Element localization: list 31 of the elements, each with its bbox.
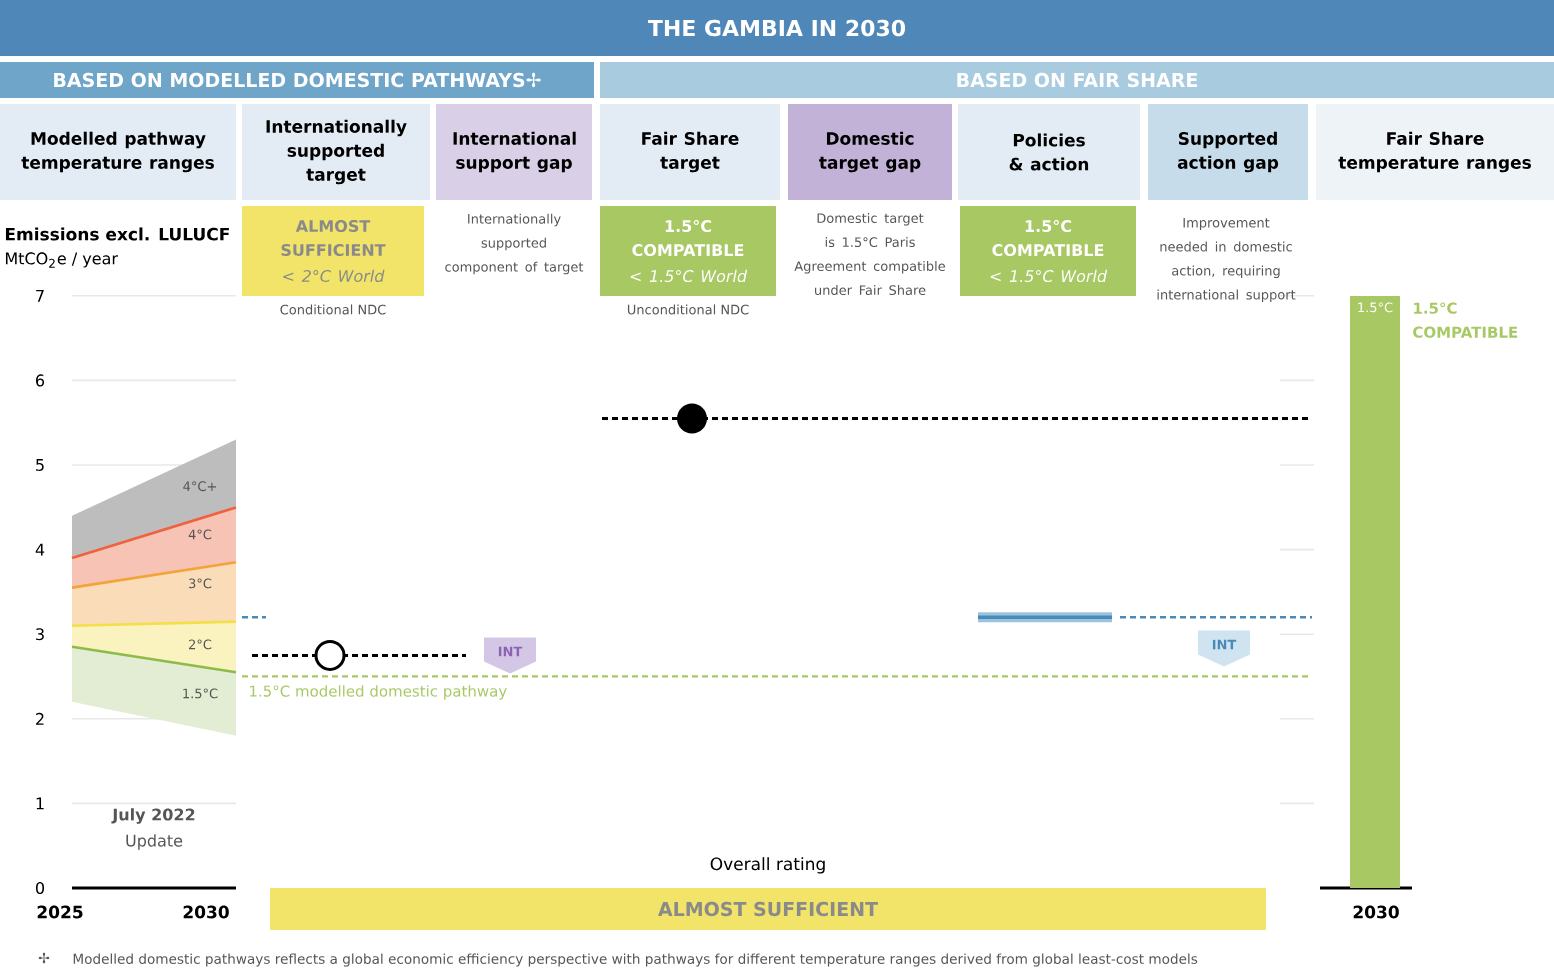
tick-label: 7 bbox=[36, 289, 44, 302]
tick-label: 6 bbox=[36, 374, 45, 387]
column-header: Fair Share temperature ranges bbox=[1316, 104, 1554, 200]
rating-box: ALMOST SUFFICIENT < 2°C World bbox=[242, 206, 424, 296]
tick-label: 0 bbox=[36, 881, 45, 895]
section-header: BASED ON MODELLED DOMESTIC PATHWAYS✢ bbox=[0, 62, 594, 98]
year-label: 2025 bbox=[37, 905, 83, 919]
rating-caption: Overall rating bbox=[710, 857, 825, 874]
tick-label: 3 bbox=[36, 628, 44, 641]
column-header: Domestic target gap bbox=[788, 104, 952, 200]
column-header: Supported action gap bbox=[1148, 104, 1308, 200]
section-header: BASED ON FAIR SHARE bbox=[600, 62, 1554, 98]
axis-title: Emissions excl. LULUCF bbox=[5, 227, 229, 241]
overall-rating-bar: ALMOST SUFFICIENT bbox=[270, 888, 1266, 930]
column-header: Internationally supported target bbox=[242, 104, 430, 200]
year-label: 2030 bbox=[183, 905, 229, 919]
title-banner: THE GAMBIA IN 2030 bbox=[0, 0, 1554, 56]
axis-unit: MtCO$_{2}$e / year bbox=[5, 252, 118, 268]
rating-box: 1.5°C COMPATIBLE < 1.5°C World bbox=[600, 206, 776, 296]
column-header: International support gap bbox=[436, 104, 592, 200]
rating-box: 1.5°C COMPATIBLE < 1.5°C World bbox=[960, 206, 1136, 296]
update-label: Update bbox=[126, 834, 183, 850]
update-label: July 2022 bbox=[111, 808, 195, 824]
column-header: Modelled pathway temperature ranges bbox=[0, 104, 236, 200]
tick-label: 5 bbox=[36, 459, 44, 471]
tick-label: 2 bbox=[36, 712, 44, 725]
year-label: 2030 bbox=[1353, 905, 1399, 919]
column-header: Fair Share target bbox=[600, 104, 780, 200]
tick-label: 4 bbox=[35, 543, 45, 556]
tick-label: 1 bbox=[36, 797, 44, 810]
column-header: Policies & action bbox=[958, 104, 1140, 200]
